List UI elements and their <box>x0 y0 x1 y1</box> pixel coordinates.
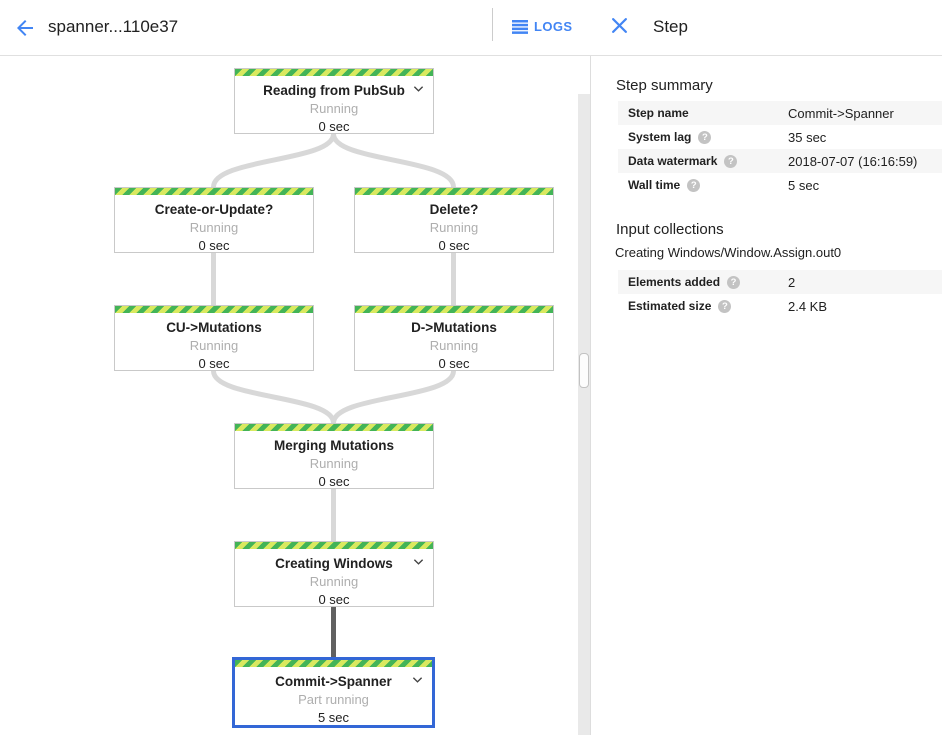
job-graph-canvas[interactable]: Reading from PubSub Running 0 sec Create… <box>0 56 578 735</box>
running-stripe <box>235 424 433 431</box>
step-details-panel: Step summary Step name Commit->Spanner S… <box>591 56 942 735</box>
row-value: 2 <box>788 274 796 290</box>
node-time: 0 sec <box>438 238 470 253</box>
row-value: 35 sec <box>788 129 827 145</box>
table-row: Wall time ? 5 sec <box>618 173 942 197</box>
help-icon[interactable]: ? <box>687 178 701 192</box>
input-collection-name: Creating Windows/Window.Assign.out0 <box>615 245 842 260</box>
running-stripe <box>115 306 313 313</box>
node-title: Reading from PubSub <box>263 83 405 98</box>
chevron-down-icon[interactable] <box>413 85 424 93</box>
table-row: Data watermark ? 2018-07-07 (16:16:59) <box>618 149 942 173</box>
graph-node-cu-mutations[interactable]: CU->Mutations Running 0 sec <box>114 305 314 371</box>
row-label: Step name <box>628 106 689 120</box>
row-label: Data watermark ? <box>618 154 788 168</box>
job-title: spanner...110e37 <box>48 17 179 36</box>
table-row: System lag ? 35 sec <box>618 125 942 149</box>
edge <box>331 133 456 188</box>
help-icon[interactable]: ? <box>698 130 712 144</box>
node-title: Merging Mutations <box>274 438 394 453</box>
node-time: 5 sec <box>317 710 350 725</box>
graph-node-d-mutations[interactable]: D->Mutations Running 0 sec <box>354 305 554 371</box>
back-arrow-icon[interactable] <box>13 16 37 40</box>
row-label: Estimated size ? <box>618 299 788 313</box>
row-label: Wall time ? <box>618 178 788 192</box>
node-status: Running <box>309 456 359 471</box>
input-collections-table: Elements added ? 2 Estimated size ? 2.4 … <box>618 270 942 318</box>
node-title: Create-or-Update? <box>154 202 274 217</box>
graph-node-commit-spanner[interactable]: Commit->Spanner Part running 5 sec <box>232 657 435 728</box>
logs-list-icon <box>512 19 528 34</box>
node-status: Running <box>429 220 479 235</box>
graph-node-reading-from-pubsub[interactable]: Reading from PubSub Running 0 sec <box>234 68 434 134</box>
divider-track <box>578 94 591 735</box>
row-value: 2018-07-07 (16:16:59) <box>788 153 918 169</box>
chevron-down-icon[interactable] <box>413 558 424 566</box>
graph-node-creating-windows[interactable]: Creating Windows Running 0 sec <box>234 541 434 607</box>
graph-node-create-or-update[interactable]: Create-or-Update? Running 0 sec <box>114 187 314 253</box>
running-stripe <box>355 188 553 195</box>
node-title: Delete? <box>429 202 479 217</box>
close-icon[interactable] <box>611 17 628 34</box>
node-time: 0 sec <box>318 474 350 489</box>
edge <box>211 370 336 424</box>
help-icon[interactable]: ? <box>727 275 741 289</box>
table-row: Estimated size ? 2.4 KB <box>618 294 942 318</box>
step-summary-heading: Step summary <box>616 77 713 94</box>
node-title: CU->Mutations <box>166 320 262 335</box>
input-collections-heading: Input collections <box>616 221 724 238</box>
running-stripe <box>235 542 433 549</box>
help-icon[interactable]: ? <box>718 299 732 313</box>
help-icon[interactable]: ? <box>724 154 738 168</box>
logs-button[interactable]: LOGS <box>512 19 572 34</box>
row-value: 5 sec <box>788 177 820 193</box>
node-title: Commit->Spanner <box>275 674 392 689</box>
table-row: Elements added ? 2 <box>618 270 942 294</box>
node-status: Running <box>309 101 359 116</box>
header-divider <box>492 8 493 41</box>
chevron-down-icon[interactable] <box>412 676 423 684</box>
graph-node-merging-mutations[interactable]: Merging Mutations Running 0 sec <box>234 423 434 489</box>
edge <box>211 133 336 188</box>
node-time: 0 sec <box>198 238 230 253</box>
graph-node-delete[interactable]: Delete? Running 0 sec <box>354 187 554 253</box>
edge <box>331 370 456 424</box>
step-summary-table: Step name Commit->Spanner System lag ? 3… <box>618 101 942 197</box>
node-time: 0 sec <box>318 119 350 134</box>
node-time: 0 sec <box>198 356 230 371</box>
node-title: D->Mutations <box>411 320 497 335</box>
row-label: Elements added ? <box>618 275 788 289</box>
running-stripe <box>355 306 553 313</box>
panel-left-border <box>590 0 591 735</box>
graph-edges <box>211 133 456 657</box>
table-row: Step name Commit->Spanner <box>618 101 942 125</box>
row-value: Commit->Spanner <box>788 105 894 121</box>
node-title: Creating Windows <box>275 556 393 571</box>
logs-button-label: LOGS <box>534 19 573 34</box>
node-status: Running <box>309 574 359 589</box>
node-status: Running <box>189 220 239 235</box>
node-status: Part running <box>298 692 369 707</box>
running-stripe <box>235 660 432 667</box>
panel-title: Step <box>653 17 688 36</box>
panel-resize-handle[interactable] <box>579 353 589 388</box>
row-label: System lag ? <box>618 130 788 144</box>
node-status: Running <box>429 338 479 353</box>
node-time: 0 sec <box>438 356 470 371</box>
running-stripe <box>115 188 313 195</box>
node-status: Running <box>189 338 239 353</box>
node-time: 0 sec <box>318 592 350 607</box>
running-stripe <box>235 69 433 76</box>
header: spanner...110e37 LOGS Step <box>0 0 942 56</box>
row-value: 2.4 KB <box>788 298 828 314</box>
